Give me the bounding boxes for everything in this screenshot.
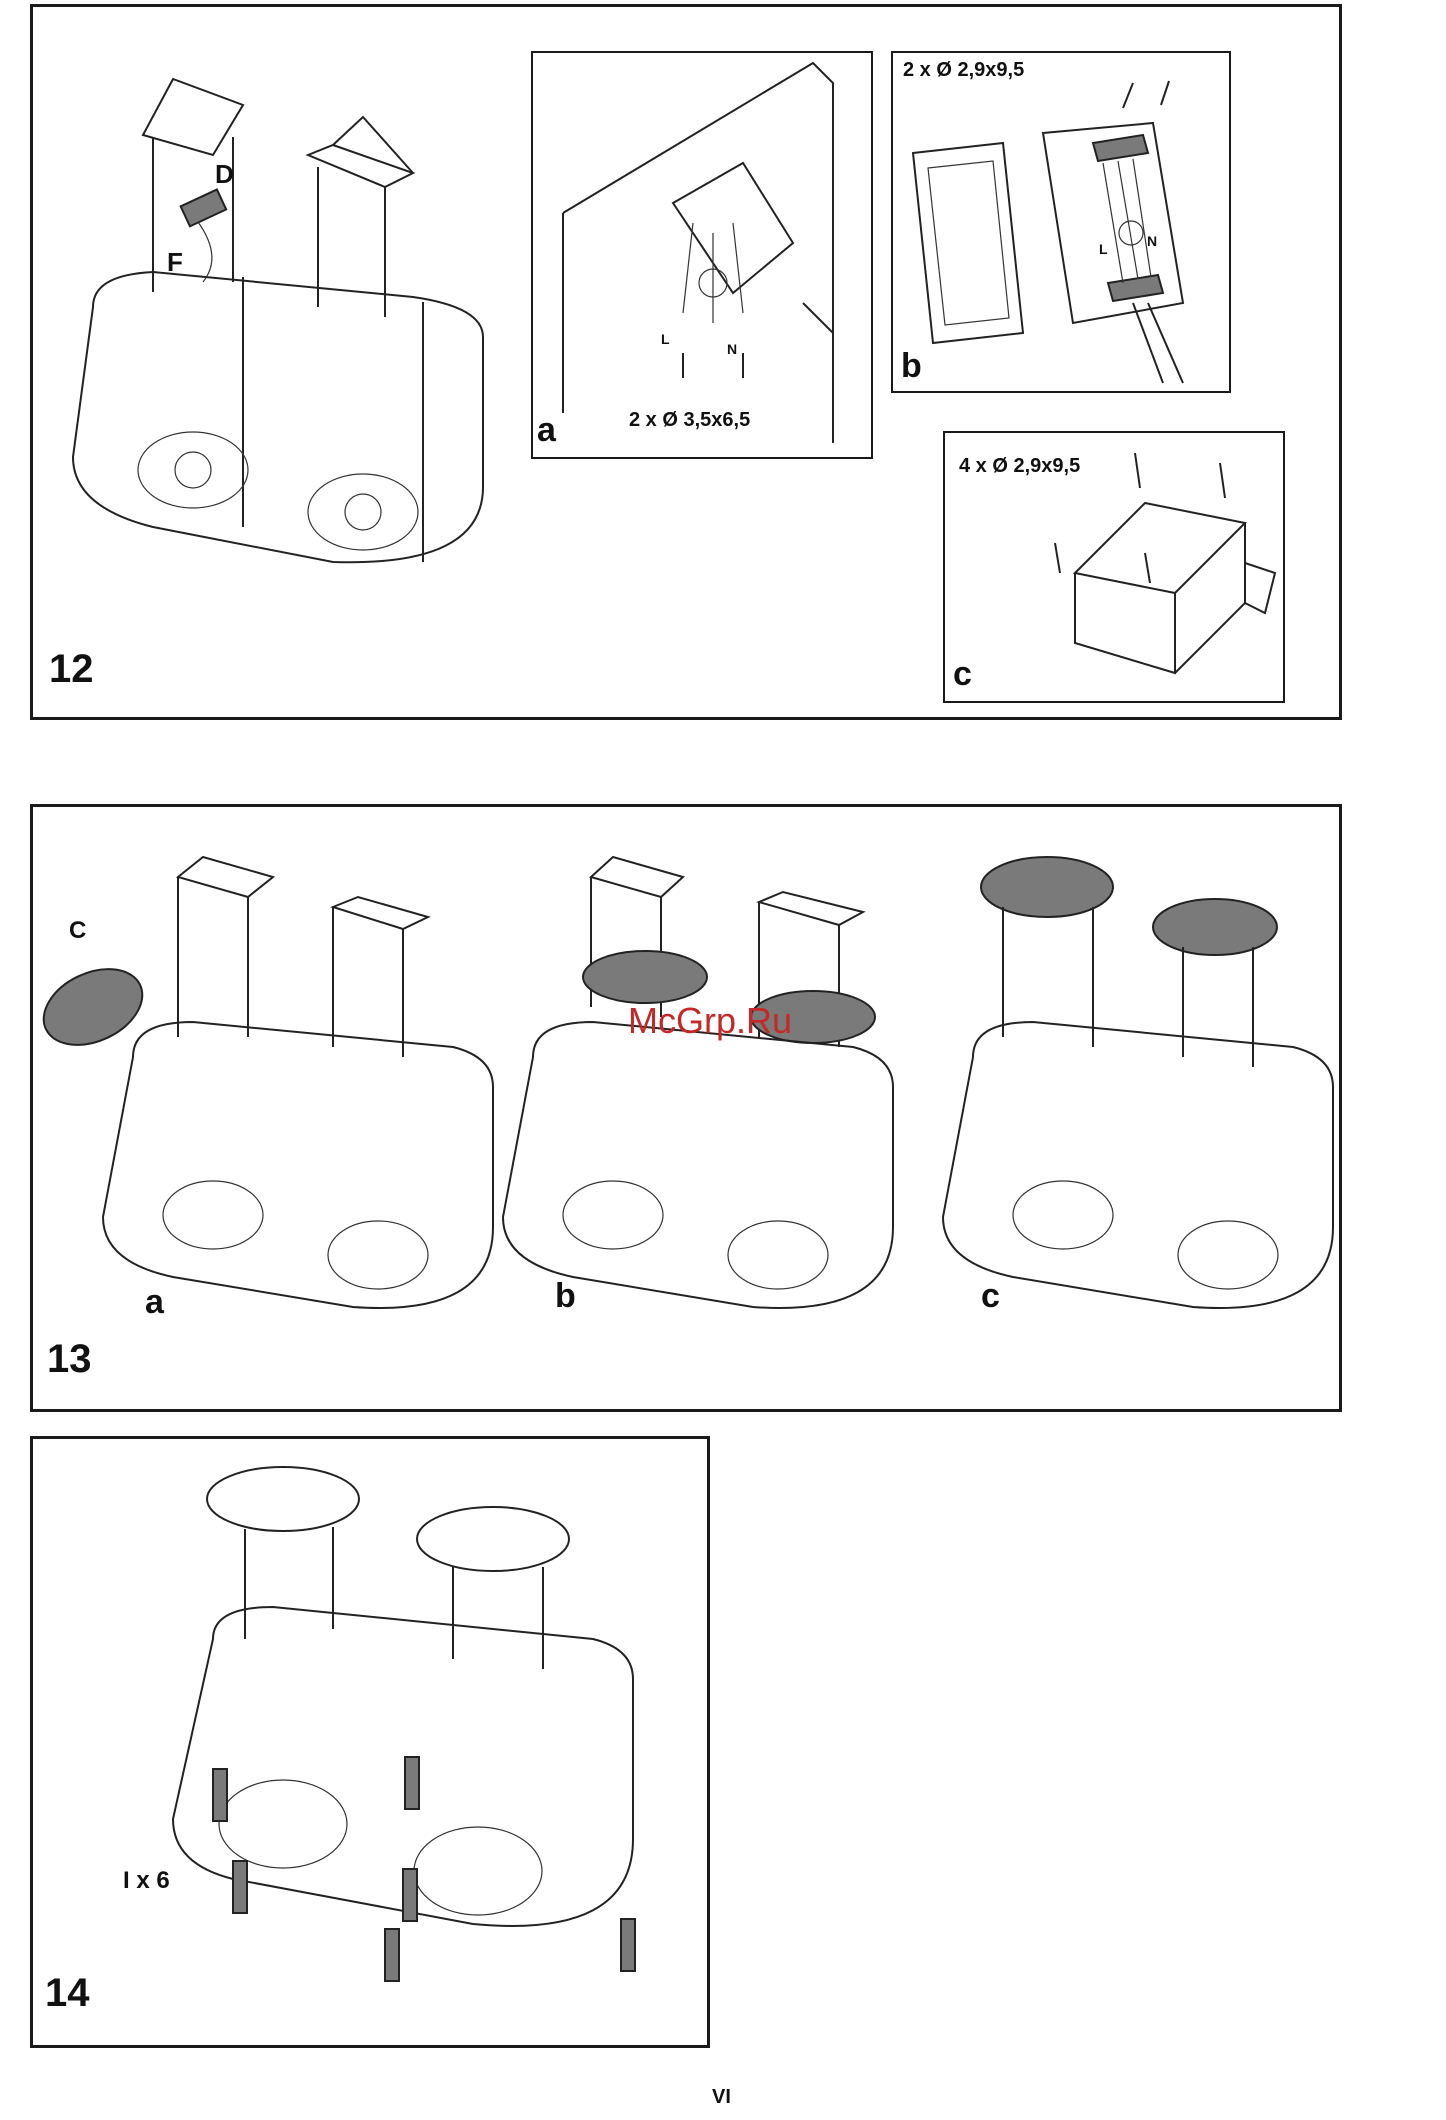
filter-installation-illustration	[33, 1439, 713, 2051]
screw-spec-c: 4 x Ø 2,9x9,5	[959, 455, 1080, 478]
detail-letter-c: c	[953, 655, 972, 694]
filter-quantity-label: I x 6	[123, 1867, 170, 1895]
figure-12-panel: D F 12 L N 2 x Ø 3,5x6,5 a 2 x Ø 2	[30, 4, 1342, 720]
detail-panel-b: 2 x Ø 2,9x9,5 L N b	[891, 51, 1231, 393]
detail-panel-c: 4 x Ø 2,9x9,5 c	[943, 431, 1285, 703]
step-letter-b: b	[555, 1277, 576, 1316]
label-l-b: L	[1099, 241, 1108, 257]
page-number: VI	[712, 2086, 731, 2109]
figure-number-14: 14	[45, 1971, 90, 2016]
detail-letter-b: b	[901, 347, 922, 386]
figure-14-panel: I x 6 14	[30, 1436, 710, 2048]
watermark: McGrp.Ru	[628, 1000, 792, 1042]
cover-installation-steps-illustration	[33, 807, 1345, 1415]
screw-spec-b: 2 x Ø 2,9x9,5	[903, 59, 1024, 82]
label-n-b: N	[1147, 233, 1157, 249]
detail-letter-a: a	[537, 411, 556, 450]
junction-box-open-illustration	[533, 53, 873, 459]
label-n: N	[727, 341, 737, 357]
callout-f: F	[167, 247, 183, 278]
callout-d: D	[215, 159, 234, 190]
detail-panel-a: L N 2 x Ø 3,5x6,5 a	[531, 51, 873, 459]
callout-c: C	[69, 917, 86, 945]
label-l: L	[661, 331, 670, 347]
figure-number-12: 12	[49, 647, 94, 692]
figure-number-13: 13	[47, 1337, 92, 1382]
screw-spec-a: 2 x Ø 3,5x6,5	[629, 409, 750, 432]
step-letter-a: a	[145, 1283, 164, 1322]
terminal-block-wiring-illustration	[893, 53, 1231, 393]
step-letter-c: c	[981, 1277, 1000, 1316]
figure-13-panel: C a b c 13	[30, 804, 1342, 1412]
